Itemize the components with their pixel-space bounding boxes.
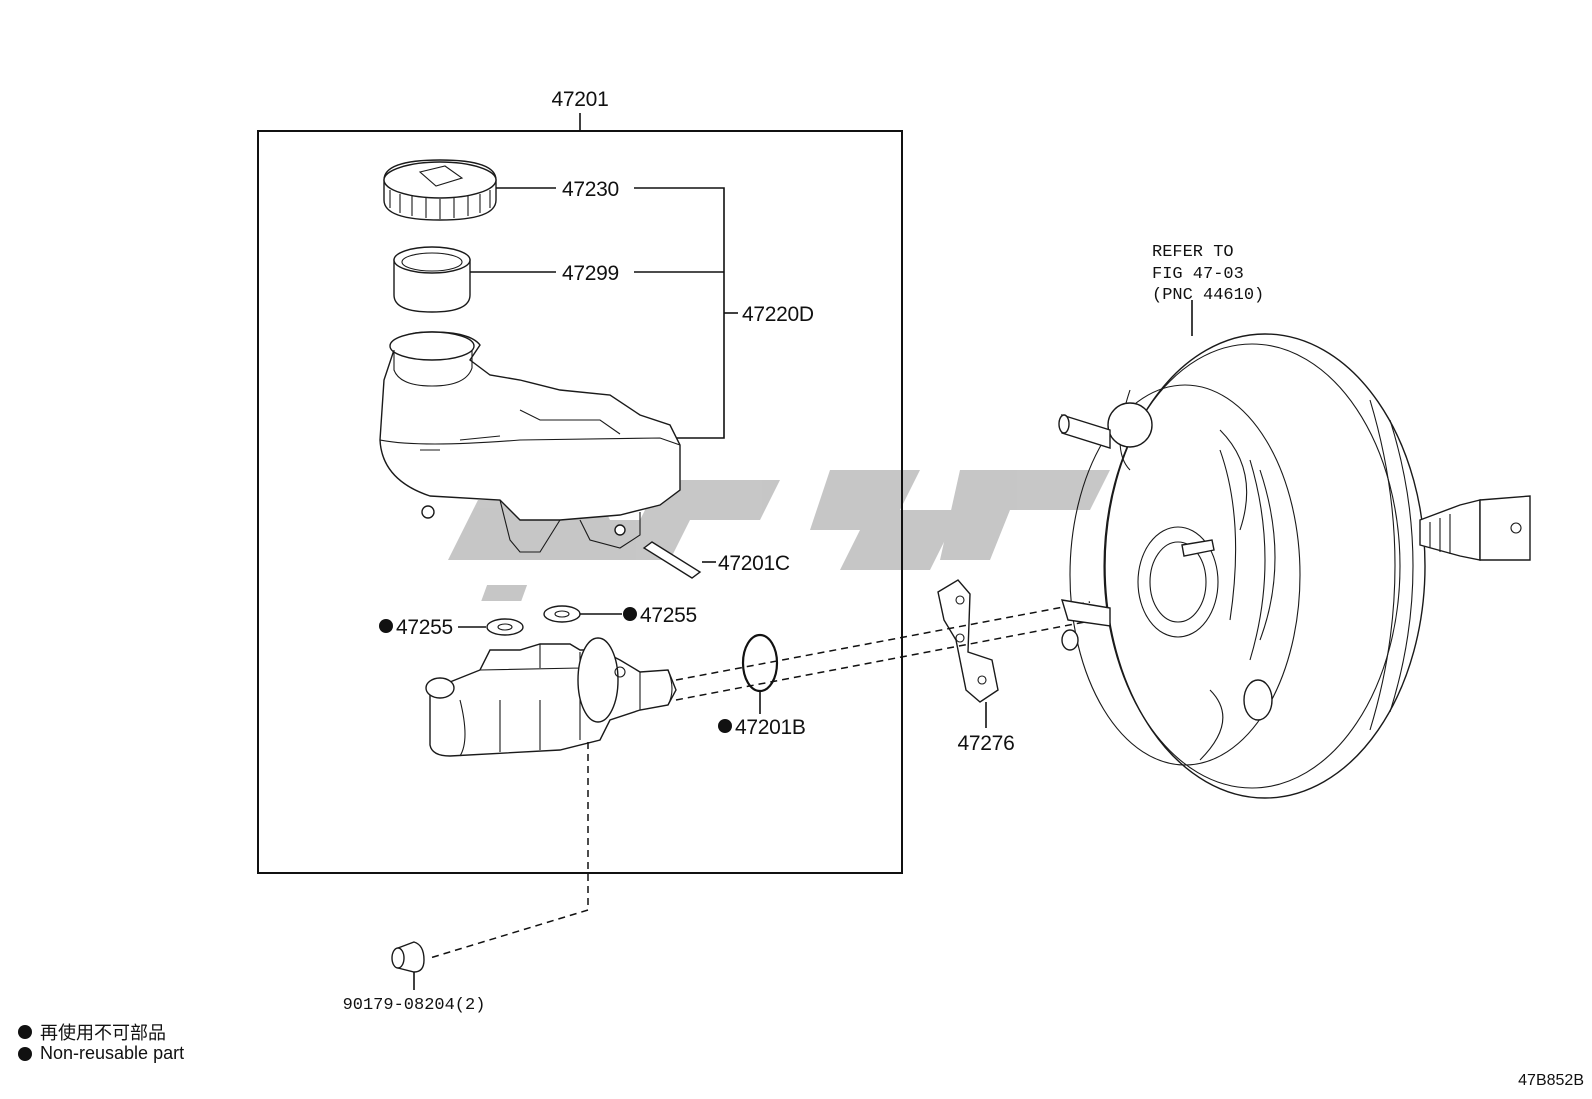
grommet-left-drawing [486,618,524,636]
alignment-line-lower [675,621,1086,701]
booster-ref-line1: REFER TO [1152,243,1234,262]
master-cylinder-drawing [425,637,677,757]
nonreusable-dot-47255-left [379,619,393,633]
legend-text-jp: 再使用不可部品 [40,1023,166,1043]
callout-90179[interactable]: 90179-08204(2) [343,996,486,1015]
legend-text-en: Non-reusable part [40,1043,185,1063]
callout-47255-left[interactable]: 47255 [396,616,453,639]
callout-47255-right[interactable]: 47255 [640,604,697,627]
figure-code: 47B852B [1518,1072,1584,1089]
nonreusable-dot-47201b [718,719,732,733]
reservoir-tank-drawing [379,331,681,553]
alignment-line-plug [429,742,589,959]
callout-47201[interactable]: 47201 [552,88,609,111]
alignment-line-upper [675,601,1091,681]
plug-drawing [391,941,425,973]
booster-ref-line3[interactable]: (PNC 44610) [1152,286,1264,305]
nonreusable-dot-icon [18,1046,32,1061]
callout-47201b[interactable]: 47201B [735,716,806,739]
oring-drawing [741,633,779,693]
grommet-right-drawing [543,605,581,623]
callout-47299[interactable]: 47299 [562,262,619,285]
legend-nonreusable-jp: 再使用不可部品 [18,1019,166,1045]
callout-47201c[interactable]: 47201C [718,552,790,575]
pin-drawing [642,541,702,579]
legend-nonreusable-en: Non-reusable part [18,1043,184,1064]
nonreusable-dot-icon [18,1025,32,1039]
callout-47230[interactable]: 47230 [562,178,619,201]
callout-47220d[interactable]: 47220D [742,303,814,326]
brake-booster-drawing [1058,333,1531,799]
booster-ref-line2: FIG 47-03 [1152,265,1244,284]
gasket-drawing [937,579,999,703]
nonreusable-dot-47255-right [623,607,637,621]
strainer-drawing [393,246,471,313]
callout-47276[interactable]: 47276 [958,732,1015,755]
reservoir-cap-drawing [383,159,497,221]
